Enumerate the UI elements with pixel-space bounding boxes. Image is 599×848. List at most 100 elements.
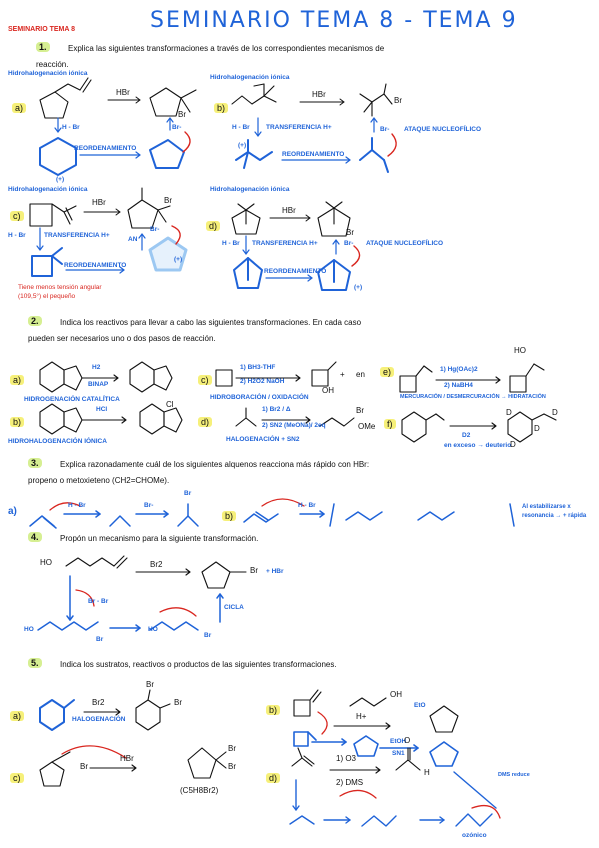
q2d-product-ome: OMe [358,422,376,431]
q1b-intermediate [235,137,389,173]
q1c-note: REORDENAMIENTO [64,262,127,269]
q1b-heading: Hidrohalogenación iónica [210,74,290,81]
q2d-r1: 1) Br2 / Δ [262,406,291,413]
q5b-product-oh: OH [390,690,402,699]
q5b-etoh: EtOH [390,738,407,745]
q2f-d-1: D [506,408,512,417]
q1a-arrow [107,96,141,104]
q2a-r2: BINAP [88,381,109,388]
q5d-label: d) [266,768,281,786]
q5c-br-1: Br [228,744,236,753]
q1d-note: REORDENAMIENTO [264,268,327,275]
q2-number: 2. [28,316,42,326]
q2c-structs [215,361,337,387]
q2f-structs [401,411,557,443]
q1d-reactant [231,203,261,235]
q1b-reagent: HBr [312,90,326,99]
q2e-structs [399,363,545,393]
q2a-note: HIDROGENACIÓN CATALÍTICA [24,396,120,403]
q4-byproduct: + HBr [266,568,284,575]
q2e-r1: 1) Hg(OAc)2 [440,366,478,373]
q2b-r1: HCl [96,406,108,413]
q5a-br-1: Br [146,680,154,689]
q3b-step: H - Br [298,502,316,509]
q2b-label: b) [10,412,25,430]
q1d-product [317,201,351,237]
q1b-product [359,83,393,117]
q1d-reagent: HBr [282,206,296,215]
q4-ho-2: HO [148,626,158,633]
q4-structs [65,555,247,589]
q1b-note: REORDENAMIENTO [282,151,345,158]
q5b-sn1: SN1 [392,750,405,757]
q2f-r1: D2 [462,432,471,439]
q4-step: Br - Br [88,598,109,605]
q1a-heading: Hidrohalogenación iónica [8,70,88,77]
q3a-product: Br [184,490,192,497]
q1-number: 1. [36,42,50,52]
q1d-intermediate [233,257,351,291]
q4-number: 4. [28,532,42,542]
q2a-label: a) [10,370,25,388]
q4-reagent: Br2 [150,560,163,569]
q1c-transfer: TRANSFERENCIA H+ [44,232,110,239]
q5b-eto: EtO [414,702,426,709]
q1a-red-arrow [182,131,191,153]
q1a-br-minus: Br- [172,124,182,131]
q5c-formula: (C5H8Br2) [180,786,219,795]
q1d-charge: (+) [354,284,363,291]
q1c-tension-1: Tiene menos tensión angular [18,284,102,291]
q5a-br-2: Br [174,698,182,707]
q1a-label: a) [12,98,27,116]
q1d-transfer: TRANSFERENCIA H+ [252,240,318,247]
q2-text-line2: pueden ser necesarios uno o dos pasos de… [28,334,216,343]
q1c-an: AN [128,236,138,243]
q2c-label: c) [198,370,212,388]
q1d-mech-arrows [242,235,340,282]
q4-ho-1: HO [24,626,34,633]
q3b-note-1: Al estabilizarse x [522,504,571,510]
q1c-step: H - Br [8,232,26,239]
q1b-arrow [299,98,345,106]
q2b-note: HIDROHALOGENACIÓN IÓNICA [8,438,107,445]
q2d-label: d) [198,412,213,430]
q2c-plus: + [340,370,345,379]
q5d-o: O [404,736,411,745]
q1a-product [149,87,197,117]
q2f-label: f) [384,414,396,432]
q4-br-1: Br [96,636,104,643]
q1a-charge: (+) [56,176,65,183]
q1a-intermediate [39,137,185,176]
q1a-reactant [39,77,92,119]
q5d-note: DMS reduce [498,772,530,778]
q1c-label: c) [10,206,24,224]
q2b-structs [39,403,183,435]
q4-product-br: Br [250,566,258,575]
q5d-r2: 2) DMS [336,778,364,787]
q2a-r1: H2 [92,364,101,371]
q4-cicla: CICLA [224,604,244,611]
q1c-reactant [29,203,77,227]
q2b-product: Cl [166,400,174,409]
q4-br-2: Br [204,632,212,639]
q1b-charge: (+) [238,142,247,149]
q1c-br-minus: Br- [150,226,160,233]
page-subtitle: SEMINARIO TEMA 8 [8,26,76,33]
q5b-label: b) [266,700,281,718]
q2c-r1: 1) BH3-THF [240,364,276,371]
q3b-label: b) [222,506,237,524]
q1c-mech-arrows [36,227,146,274]
q1a-step: H - Br [62,124,80,131]
q1d-label: d) [206,216,221,234]
q3a-step: H - Br [68,502,86,509]
q5b-structs [293,689,459,733]
q1d-red-arrow [351,245,361,267]
q1c-pentagon [148,236,188,272]
q5b-red-arrow [317,711,328,735]
q1d-arrow [269,214,311,222]
q5-number: 5. [28,658,42,668]
q5a-reagent: Br2 [92,698,105,707]
q5d-ozonide: ozónico [462,832,487,839]
q1c-red-arrow [171,225,181,245]
q2e-label: e) [380,362,395,380]
